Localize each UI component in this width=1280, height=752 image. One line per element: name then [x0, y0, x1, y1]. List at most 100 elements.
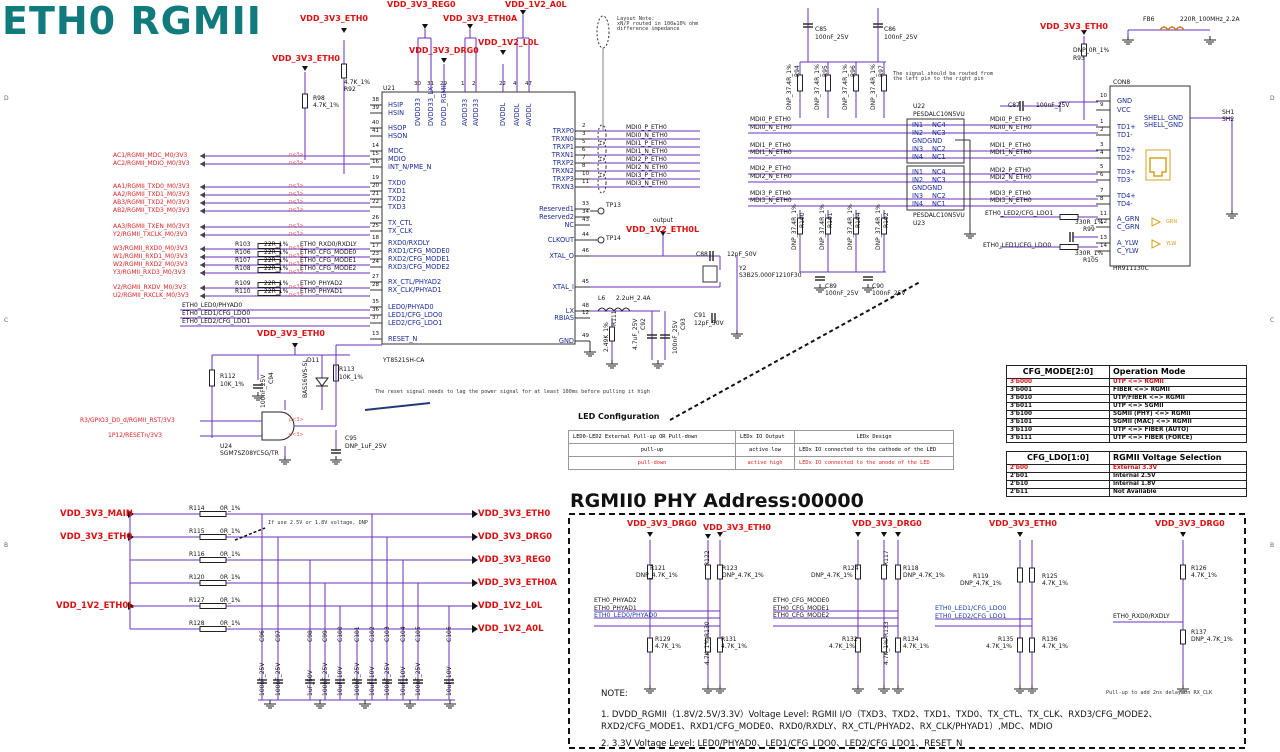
signal-marker-3: p<3> [289, 191, 304, 197]
strap4-dn [1180, 629, 1186, 645]
pb-cap-val-2: 1uF_50V [307, 670, 314, 696]
u21-pin-num-l2: 40 [372, 120, 379, 126]
strap-g3-up-val-1: 4.7K_1% [1042, 580, 1068, 587]
u21-pin-num-r13: 45 [582, 279, 589, 285]
r113-ref: R113 [339, 366, 355, 373]
power-label-drg0: VDD_3V3_DRG0 [409, 46, 479, 55]
pb-res-symbol-0 [199, 511, 227, 517]
u21-pin-name-r1: TRXN0 [551, 135, 574, 143]
pwr-arrow-eth0-b [302, 66, 308, 71]
cfg-ldo-r2c1: Internal 1.8V [1109, 480, 1247, 489]
u21-pin-num-r0: 2 [582, 123, 586, 129]
c85-ref: C85 [815, 26, 827, 33]
con8-pin-name-2: TD1+ [1117, 123, 1136, 131]
led-config-title: LED Configuration [578, 412, 660, 421]
r105-symbol [1059, 244, 1079, 250]
signal-arrow-9 [200, 254, 205, 260]
c90-value: 100nF_25V [872, 290, 906, 297]
signal-arrow-8 [200, 246, 205, 252]
u21-pin-name-l8: TXD1 [388, 187, 406, 195]
strap3-dn-1 [1029, 637, 1035, 653]
led-r1c1: active high [735, 456, 795, 470]
pb-cap-ref-5: C101 [354, 626, 361, 642]
diff-pair-marker-3 [597, 172, 607, 194]
pb-res-ref-0: R114 [189, 505, 205, 512]
pullup-note: Pull-up to add 2ns delay on RX_CLK [1106, 690, 1213, 696]
c94-ref: C94 [268, 372, 275, 384]
cfg-mode-r5c0: 3'b101 [1006, 418, 1110, 427]
c88-ref: C88 [696, 251, 708, 258]
mdi-net-5: MDI2_N_ETH0 [626, 164, 668, 171]
edge-mark-l-c: C [4, 317, 9, 324]
strap1-dn-2 [717, 637, 723, 653]
u23-pin-a-0: IN1 [912, 168, 924, 176]
c86-ref: C86 [884, 26, 896, 33]
strap-g1-dn-val-1: 4.7K_1% [704, 639, 711, 665]
u21-pin-name-l14: RXD1/CFG_MODE0 [388, 247, 450, 255]
c91-value: 12pF_50V [694, 320, 724, 327]
r105-value: 330R_1% [1075, 250, 1104, 257]
u23-ref: U23 [913, 220, 926, 227]
strap-g1-up-ref-0: R121 [650, 565, 666, 572]
strap2-dn-1 [881, 637, 887, 653]
pb-res-val-0: 0R_1% [220, 505, 241, 512]
led-h1: LEDx IO Output [735, 430, 795, 444]
l6-value: 2.2uH_2.4A [616, 295, 651, 302]
strap2-up-0 [855, 564, 861, 580]
tp13-symbol [597, 207, 605, 215]
u21-pin-name-r11: CLKOUT [547, 236, 574, 244]
ylw-led-label: YLW [1166, 241, 1177, 247]
strap-label-2: VDD_3V3_DRG0 [852, 519, 922, 528]
yellow-led-icon [1151, 239, 1162, 249]
pwr-arrow-output [660, 231, 666, 236]
dnp-res-val-0: DNP_37.4R_1% [786, 64, 793, 110]
cfg-mode-r1c1: FIBER <=> RGMII [1109, 386, 1247, 395]
r105-net: ETH0_LED1/CFG_LDO0 [983, 242, 1052, 249]
u22-pin-b-0: NC4 [932, 121, 946, 129]
u21-pin-num-l20: 36 [372, 307, 379, 313]
u21-pin-num-l4: 14 [372, 143, 379, 149]
u22-pin-a-0: IN1 [912, 121, 924, 129]
u21-pin-name-r6: TRXP3 [552, 175, 574, 183]
pb-res-symbol-3 [199, 580, 227, 586]
u22-part: PESDALC10N5VU [913, 111, 965, 118]
rx-res-val-0: 22R_1% [264, 241, 289, 248]
pwr-arrow-eth0a [467, 24, 473, 29]
strap-g2-dn-ref-2: R134 [903, 636, 919, 643]
strap-g3-up-ref-1: R125 [1042, 573, 1058, 580]
u21-pin-num-r10: 43 [582, 217, 589, 223]
con8-pin-num-10: 11 [1100, 211, 1107, 217]
u21-pin-name-l15: RXD2/CFG_MODE1 [388, 255, 450, 263]
u22-pin-a-1: IN2 [912, 129, 924, 137]
pwr-arrow-eth0-c [1081, 30, 1087, 35]
r93-symbol [1081, 43, 1087, 57]
r111-ref: R111 [611, 310, 618, 326]
power-label-l0l: VDD_1V2_L0L [478, 38, 539, 47]
u21-ref: U21 [383, 85, 396, 92]
strap-g1-net-1: ETH0_PHYAD1 [594, 604, 637, 612]
u21-top-pin-5: DVDDL [499, 102, 507, 126]
pb-right-1: VDD_3V3_DRG0 [478, 532, 553, 542]
cfg-ldo-r1c0: 2'b01 [1006, 472, 1110, 481]
u22-pin-b-2: NC2 [932, 145, 946, 153]
cfg-ldo-table: CFG_LDO[1:0]RGMII Voltage Selection 2'b0… [1006, 451, 1247, 497]
strap-g3-up-val-0: DNP_4.7K_1% [960, 580, 1002, 587]
pb-res-ref-3: R120 [189, 574, 205, 581]
led-net-2: ETH0_LED2/CFG_LDO1 [182, 318, 251, 325]
u23-pin-a-2: GNDGND [912, 184, 943, 192]
strap1-up-0 [647, 564, 653, 580]
pb-right-arrow-1 [472, 533, 478, 541]
strap-g1-up-ref-1: R122 [704, 550, 711, 566]
mdi-net-con-2: MDI1_P_ETH0 [990, 142, 1031, 149]
u21-top-num-1: 31 [427, 81, 434, 87]
u23-body [906, 165, 965, 211]
strap1-dn-0 [647, 637, 653, 653]
strap-pwr-arrow-5 [895, 532, 901, 537]
dnp-res-ref-3: R97 [878, 65, 885, 77]
cfg-ldo-r3c0: 2'b11 [1006, 488, 1110, 497]
rj45-jack-icon [1145, 149, 1171, 181]
u21-pin-num-r11: 44 [582, 232, 589, 238]
signal-marker-13: p<3> [289, 292, 304, 298]
pb-right-arrow-4 [472, 602, 478, 610]
